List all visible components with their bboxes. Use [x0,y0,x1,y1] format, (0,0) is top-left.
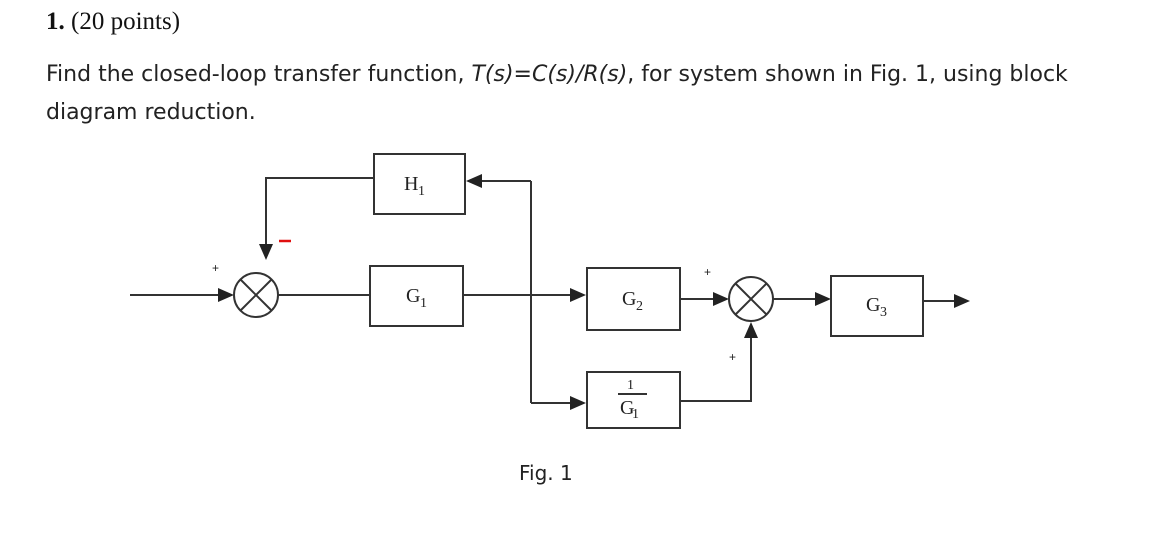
sum2-lower-sign: + [729,350,736,364]
h1-feedback-line [259,177,374,260]
h1-label: H [404,173,418,195]
h1-subscript: 1 [418,184,425,199]
sum2-to-g3-line [773,292,831,306]
g2-label: G [622,288,636,310]
branch-to-h1-line [466,174,531,188]
g1-label: G [406,285,420,307]
g1-subscript: 1 [420,296,427,311]
g1-to-g2-line [463,288,586,302]
sum2-input-sign: + [704,265,711,279]
g1-block: G 1 [369,265,464,327]
input-signal-line [130,288,234,302]
sum1-input-sign: + [212,261,219,275]
inverse-g1-to-sum2-line [680,322,758,402]
summing-junction-1 [233,272,279,318]
problem-heading: 1. (20 points) [46,8,180,36]
branch-to-inverse-g1-line [531,396,586,410]
figure-reference: 1 [915,62,930,87]
problem-statement: Find the closed-loop transfer function, … [46,56,1136,132]
h1-block: H 1 [373,153,466,215]
g2-subscript: 2 [636,299,643,314]
inverse-g1-numerator: 1 [627,378,634,393]
g3-block: G 3 [830,275,924,337]
problem-number: 1. [46,8,65,35]
g3-label: G [866,294,880,316]
inverse-g1-denominator: G [620,397,634,419]
transfer-function: T(s)=C(s)/R(s) [471,62,628,87]
statement-text-before: Find the closed-loop transfer function, [46,62,472,87]
inverse-g1-block: 1 G 1 [586,371,681,429]
g2-block: G 2 [586,267,681,331]
summing-junction-2 [728,276,774,322]
inverse-g1-denominator-subscript: 1 [632,407,639,422]
g3-subscript: 3 [880,305,887,320]
problem-points: (20 points) [71,8,181,35]
statement-text-after: , using block diagram reduction. [46,62,1068,125]
figure-caption: Fig. 1 [519,461,573,485]
statement-text-middle: , for system shown in Fig. [627,62,916,87]
output-signal-line [923,294,970,308]
g2-to-sum2-line [680,292,729,306]
